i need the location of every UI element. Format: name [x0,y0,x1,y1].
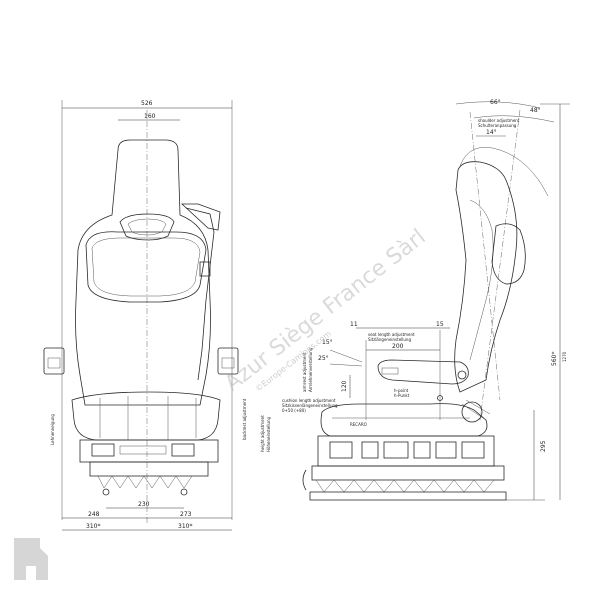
dim-295: 295 [540,440,547,452]
dim-height: 560* [551,352,558,366]
cushion-value: 0+50 (+80) [282,408,306,413]
left-vert-label-de: Höheneinstellung [266,417,271,453]
part-label: RECARO [350,422,367,427]
dim-total-width: 526 [141,100,153,107]
dim-200: 200 [392,343,404,350]
dim-height-sub: 1270 [562,351,567,362]
side-suspension [311,465,505,481]
h-point-label: h-point [394,388,409,393]
side-control-2 [361,441,379,459]
seat-cushion-profile [320,403,488,437]
seat-length-label-de: Sitzlängeneinstellung [368,337,411,342]
dim-left-base: 248 [88,511,100,518]
angle-15: 15° [322,339,333,346]
h-point-marker [437,395,443,401]
side-suspension-scissor [315,479,495,493]
backrest-panel-inner [91,237,201,297]
armrest-angle-line-1 [329,349,363,363]
angle-arc-1 [455,101,541,109]
angle-shoulder: 14° [486,129,497,136]
dim-half-left: 310* [86,523,100,530]
shoulder-arc [459,147,549,197]
seat-length-label: seat length adjustment [368,332,415,337]
armrest-label: armrest adjustment [302,352,307,392]
armrest-profile [377,359,469,385]
base-center-panel [119,445,167,455]
cushion-label: cushion length adjustment [282,398,336,403]
recliner-disc [461,401,483,423]
angle-25: 25° [318,355,329,362]
side-base-frame [317,435,495,467]
side-rail [309,491,507,501]
seat-cushion [71,391,221,441]
backrest-ref-line-2 [479,109,521,421]
watermark-main: Azur Siège France Sàrl [220,225,430,397]
shoulder-label: shoulder adjustment [478,118,520,123]
armrest-angle-line-2 [329,363,363,367]
side-view: 66° 48° shoulder adjustment Schulteranpa… [260,99,570,501]
armrest-left-detail [47,357,61,369]
angle-back-1: 66° [490,99,501,106]
armrest-label-de: Armlehnenverstellung [308,347,313,392]
base-control-left [91,443,115,457]
backrest-outline [75,139,211,406]
side-lever [302,469,307,491]
dim-half-right: 310* [178,523,192,530]
side-note-left: Lehnenneigung [50,414,55,445]
backrest-profile [454,161,518,393]
base-control-right [171,443,195,457]
headrest-opening [119,213,175,241]
left-vert-label: height adjustment [260,415,265,452]
belt-guide [180,203,221,231]
side-control-3 [383,441,409,459]
h-point-label-de: h-Punkt [394,393,410,398]
dim-11: 11 [350,321,358,328]
logo-icon [14,538,48,580]
headrest-profile [491,223,526,285]
dim-right-base: 273 [180,511,192,518]
suspension-frame [89,461,209,477]
dim-15: 15 [436,321,444,328]
angle-back-2: 48° [530,107,541,114]
dim-headrest: 160 [144,113,156,120]
recliner-lines [461,399,491,421]
front-view: 526 160 [43,100,247,531]
side-control-6 [461,441,485,459]
dim-mount-span: 230 [138,501,150,508]
side-control-4 [413,441,431,459]
watermark: Azur Siège France Sàrl ©Europe-Camions.c… [220,225,430,397]
belt-buckle [199,261,211,277]
armrest-left [43,347,65,375]
dim-120: 120 [341,380,348,392]
side-note-right: backrest adjustment [242,398,247,440]
suspension-scissor [97,475,193,489]
shoulder-label-de: Schulteranpassung [478,123,517,128]
seat-base [79,439,219,463]
side-control-1 [329,441,353,459]
mount-bolt-left [102,488,110,496]
armrest-right [217,347,239,375]
backrest-panel [85,231,207,303]
armrest-pivot [457,370,467,380]
angle-arc-2 [473,115,555,123]
cushion-label-de: Sitzkissenlängeneinstellung [282,403,338,408]
headrest-opening-inner [127,218,167,236]
side-control-5 [435,441,457,459]
corner-logo [14,538,48,580]
backrest-ref-line-1 [469,111,501,401]
armrest-right-detail [221,357,235,369]
mount-bolt-right [180,488,188,496]
armrest-handle [381,367,399,375]
